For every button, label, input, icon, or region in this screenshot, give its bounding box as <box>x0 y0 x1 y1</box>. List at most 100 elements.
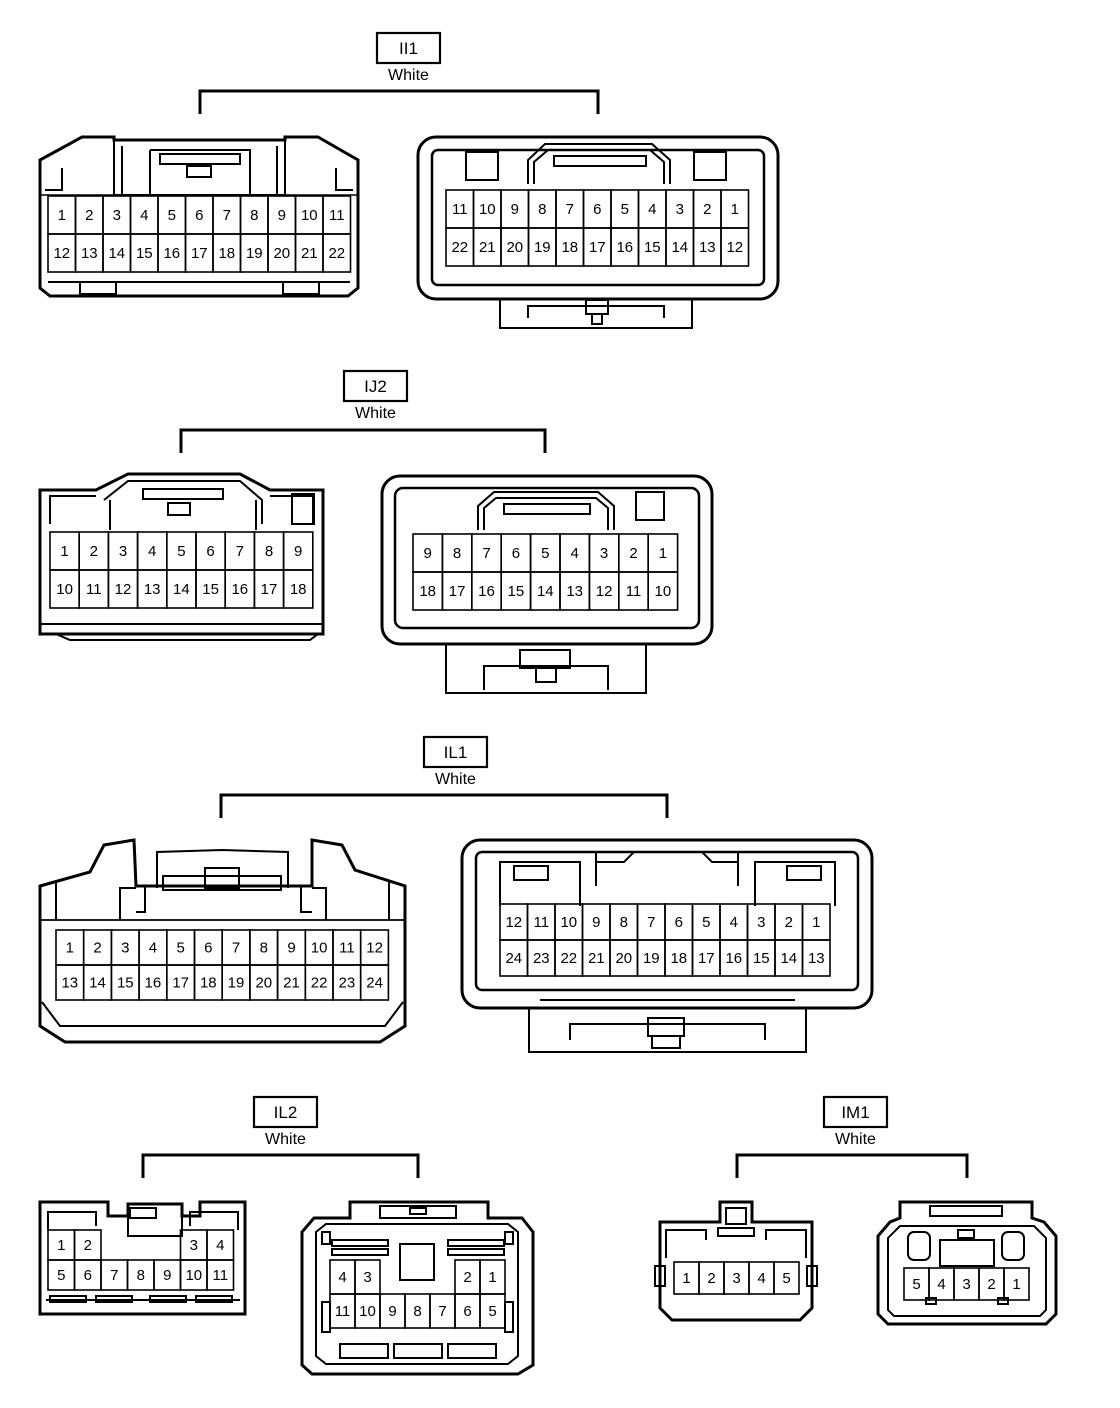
pin-number: 8 <box>137 1267 145 1284</box>
pin-number: 3 <box>121 940 129 957</box>
pin-number: 22 <box>328 245 345 262</box>
pin-number: 4 <box>571 545 579 562</box>
pin-number: 4 <box>730 914 738 931</box>
pin-number: 17 <box>698 950 715 967</box>
pin-number: 9 <box>511 201 519 218</box>
pin-number: 14 <box>780 950 797 967</box>
pin-number: 11 <box>329 207 345 224</box>
pin-number: 13 <box>81 245 98 262</box>
connector-color-label: White <box>265 1131 306 1148</box>
pin-number: 12 <box>366 940 383 957</box>
pin-number: 4 <box>149 940 157 957</box>
pin-number: 2 <box>85 207 93 224</box>
pin-number: 15 <box>136 245 153 262</box>
pin-number: 1 <box>488 1269 496 1286</box>
pin-number: 7 <box>110 1267 118 1284</box>
pin-number: 11 <box>626 583 642 600</box>
pin-cavity <box>282 569 314 609</box>
pin-number: 9 <box>294 543 302 560</box>
pin-number: 14 <box>537 583 554 600</box>
pin-number: 3 <box>363 1269 371 1286</box>
connector-code: IM1 <box>841 1103 869 1122</box>
connector-color-label: White <box>355 405 396 422</box>
pin-number: 11 <box>335 1303 351 1320</box>
pin-number: 8 <box>453 545 461 562</box>
pin-number: 5 <box>177 940 185 957</box>
pin-number: 15 <box>508 583 525 600</box>
pin-number: 20 <box>273 245 290 262</box>
pin-number: 1 <box>812 914 820 931</box>
pin-number: 6 <box>206 543 214 560</box>
pin-number: 17 <box>191 245 208 262</box>
pin-number: 6 <box>463 1303 471 1320</box>
pin-number: 12 <box>505 914 522 931</box>
pin-number: 8 <box>413 1303 421 1320</box>
pin-number: 4 <box>140 207 148 224</box>
pin-number: 19 <box>643 950 660 967</box>
pin-number: 4 <box>757 1270 765 1287</box>
connector-color-label: White <box>388 67 429 84</box>
pin-number: 3 <box>757 914 765 931</box>
pin-number: 2 <box>629 545 637 562</box>
pin-number: 16 <box>616 239 633 256</box>
pin-number: 18 <box>561 239 578 256</box>
pin-number: 6 <box>195 207 203 224</box>
pin-number: 12 <box>53 245 70 262</box>
pin-number: 13 <box>699 239 716 256</box>
pin-number: 5 <box>621 201 629 218</box>
pin-number: 16 <box>231 581 248 598</box>
pin-number: 10 <box>560 914 577 931</box>
pin-cavity <box>206 1259 235 1291</box>
pin-number: 1 <box>60 543 68 560</box>
connector-code-box <box>252 1095 319 1129</box>
pin-number: 23 <box>339 975 356 992</box>
pin-cavity <box>801 939 831 977</box>
connector-color-label: White <box>835 1131 876 1148</box>
pin-number: 2 <box>987 1276 995 1293</box>
pin-number: 12 <box>115 581 132 598</box>
pin-number: 8 <box>620 914 628 931</box>
pin-number: 6 <box>675 914 683 931</box>
pin-number: 20 <box>255 975 272 992</box>
pin-number: 17 <box>172 975 189 992</box>
pin-cavity <box>479 1293 506 1329</box>
pin-number: 23 <box>533 950 550 967</box>
pin-number: 6 <box>84 1267 92 1284</box>
connector-code-box <box>822 1095 889 1129</box>
pin-number: 16 <box>725 950 742 967</box>
pin-number: 4 <box>648 201 656 218</box>
pin-number: 20 <box>506 239 523 256</box>
pin-cavity <box>720 227 750 267</box>
pin-number: 2 <box>84 1237 92 1254</box>
connector-color-label: White <box>435 771 476 788</box>
pin-number: 16 <box>478 583 495 600</box>
pin-number: 4 <box>216 1237 224 1254</box>
pin-number: 21 <box>588 950 605 967</box>
pin-number: 13 <box>144 581 161 598</box>
pin-number: 20 <box>615 950 632 967</box>
pin-number: 16 <box>145 975 162 992</box>
pin-number: 16 <box>163 245 180 262</box>
pin-number: 3 <box>119 543 127 560</box>
pin-number: 5 <box>168 207 176 224</box>
pin-number: 12 <box>726 239 743 256</box>
pin-number: 3 <box>190 1237 198 1254</box>
connector-code-box <box>342 369 409 403</box>
pin-number: 18 <box>419 583 436 600</box>
pin-number: 13 <box>566 583 583 600</box>
pin-number: 1 <box>66 940 74 957</box>
pin-cavity <box>773 1261 800 1295</box>
connector-code: IL2 <box>274 1103 298 1122</box>
pin-number: 24 <box>366 975 383 992</box>
pin-number: 2 <box>703 201 711 218</box>
pin-number: 18 <box>200 975 217 992</box>
